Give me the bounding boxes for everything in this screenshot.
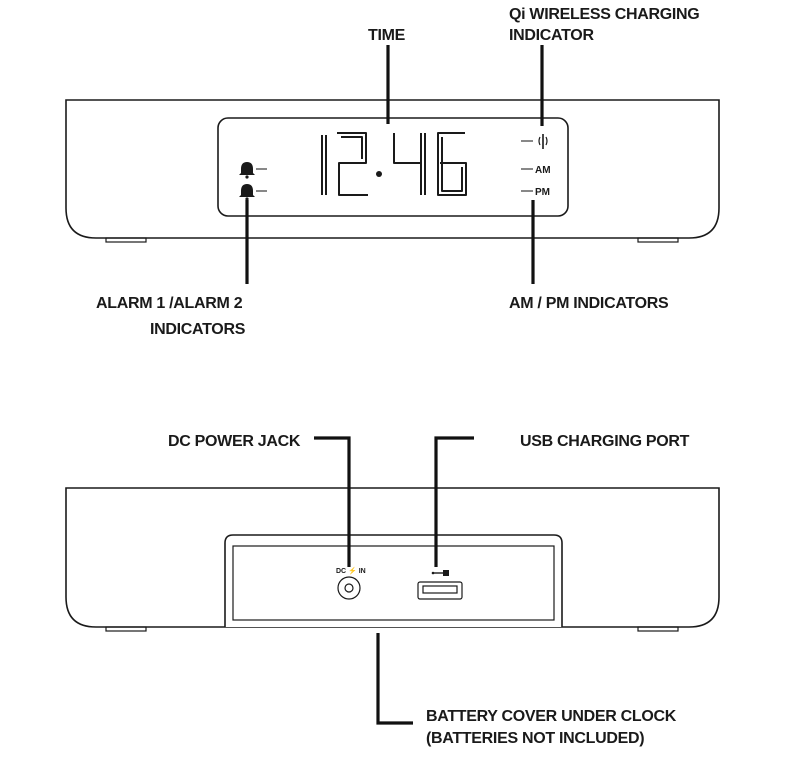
dc-in-label: DC ⚡ IN [336,566,366,575]
colon-dot [376,171,382,177]
am-label: AM [535,165,551,176]
battery-label-line1: BATTERY COVER UNDER CLOCK [426,708,677,725]
alarm-2-indicator [239,184,267,201]
digit-2 [337,132,368,196]
am-indicator: AM [521,165,551,176]
bell-icon [239,184,255,197]
qi-indicator [521,134,548,149]
battery-leader [376,633,413,725]
qi-label-line2: INDICATOR [509,27,594,44]
alarm-label-line2: INDICATORS [150,321,246,338]
digit-4 [393,133,426,195]
rear-panel [224,534,563,627]
pm-label: PM [535,187,550,198]
alarm-label-line1: ALARM 1 /ALARM 2 [96,295,243,312]
qi-icon [538,134,548,149]
rear-panel-inner [232,545,555,621]
dc-jack-leader [314,436,351,567]
front-left-foot [105,237,147,243]
bell-icon [239,162,255,175]
ampm-label: AM / PM INDICATORS [509,295,669,312]
usb-icon [431,570,449,576]
usb-leader [434,436,474,567]
dc-power-jack: DC ⚡ IN [336,566,366,600]
battery-label-line2: (BATTERIES NOT INCLUDED) [426,730,644,747]
usb-port-label: USB CHARGING PORT [520,433,690,450]
time-label: TIME [368,27,406,44]
usb-charging-port [417,570,463,600]
digit-1 [321,135,327,195]
dc-jack-label: DC POWER JACK [168,433,301,450]
display-window [217,117,569,217]
front-right-foot [637,237,679,243]
qi-label-line1: Qi WIRELESS CHARGING [509,6,699,23]
back-left-foot [105,626,147,632]
digit-6 [437,132,467,196]
alarm-1-indicator [239,162,267,179]
time-display [321,132,467,196]
front-view: AM PM TIME Qi WIRELESS CHARGING INDICATO… [65,6,720,338]
back-view: DC ⚡ IN DC POWER JACK USB CHARGING PORT … [65,433,720,747]
pm-indicator: PM [521,187,550,198]
back-right-foot [637,626,679,632]
